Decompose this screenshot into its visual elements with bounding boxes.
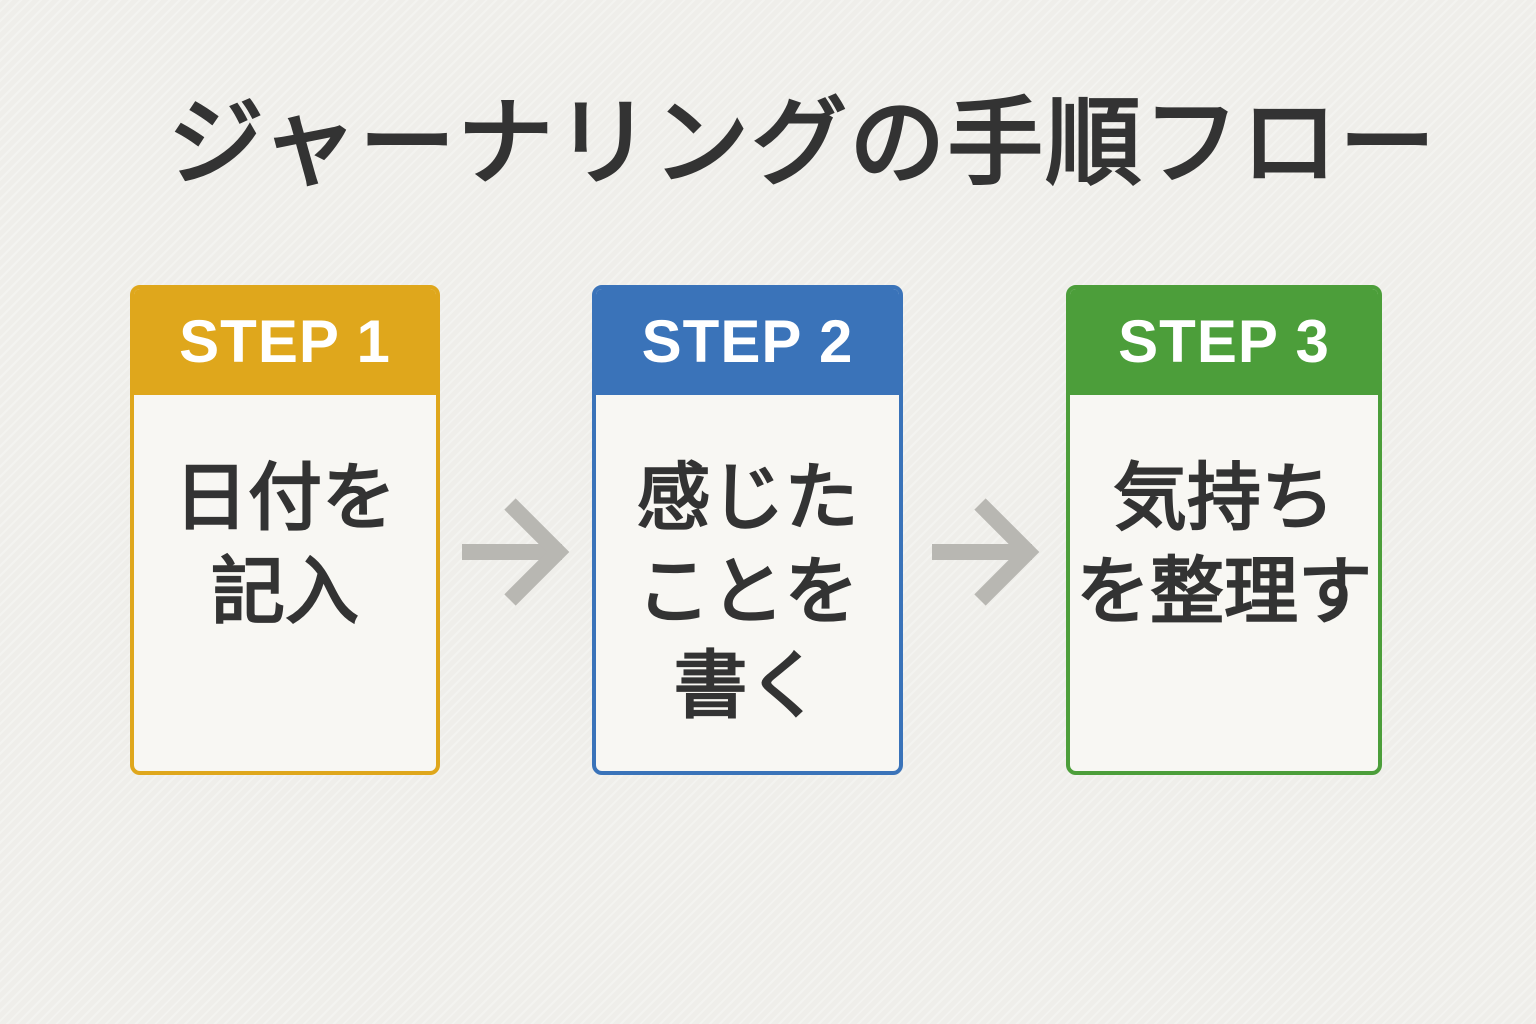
step-body-2: 感じた ことを 書く <box>596 395 899 733</box>
step-text-line: を整理す <box>1076 549 1372 635</box>
step-card-1: STEP 1 日付を 記入 <box>130 285 440 775</box>
step-text-line: 日付を <box>174 455 396 541</box>
step-header-1: STEP 1 <box>134 289 436 395</box>
step-body-1: 日付を 記入 <box>134 395 436 639</box>
step-text-line: 感じた <box>636 455 859 541</box>
step-header-3: STEP 3 <box>1070 289 1378 395</box>
step-card-3: STEP 3 気持ち を整理す <box>1066 285 1382 775</box>
step-text-line: 書く <box>673 643 822 729</box>
step-text-line: ことを <box>636 549 859 635</box>
step-text-line: 記入 <box>211 549 359 635</box>
step-text-line: 気持ち <box>1113 455 1335 541</box>
step-card-2: STEP 2 感じた ことを 書く <box>592 285 903 775</box>
arrow-right-icon <box>462 498 570 606</box>
step-body-3: 気持ち を整理す <box>1070 395 1378 639</box>
arrow-right-icon <box>932 498 1040 606</box>
step-header-2: STEP 2 <box>596 289 899 395</box>
page-title: ジャーナリングの手順フロー <box>168 87 1438 199</box>
